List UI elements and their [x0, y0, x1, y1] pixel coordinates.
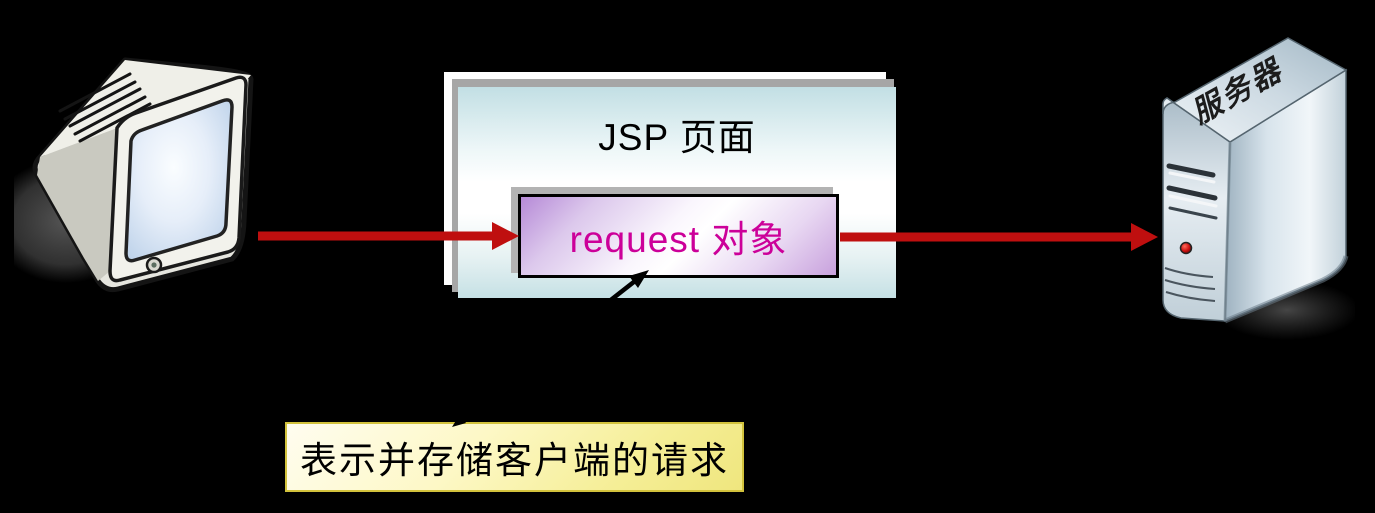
note-text: 表示并存储客户端的请求 [300, 440, 729, 481]
server-tower-icon: 服务器 [1162, 37, 1355, 340]
server-bottom-lines [1164, 267, 1216, 302]
note-box: 表示并存储客户端的请求 [285, 422, 744, 492]
request-box-label: request 对象 [569, 219, 788, 260]
monitor-screen [124, 98, 234, 263]
jsp-page-title: JSP 页面 [598, 117, 756, 158]
server-led-icon [1179, 241, 1193, 255]
crt-monitor-icon [14, 57, 254, 293]
request-box: request 对象 [518, 194, 839, 278]
vent-lines [58, 72, 152, 143]
server-grille [1166, 163, 1218, 220]
